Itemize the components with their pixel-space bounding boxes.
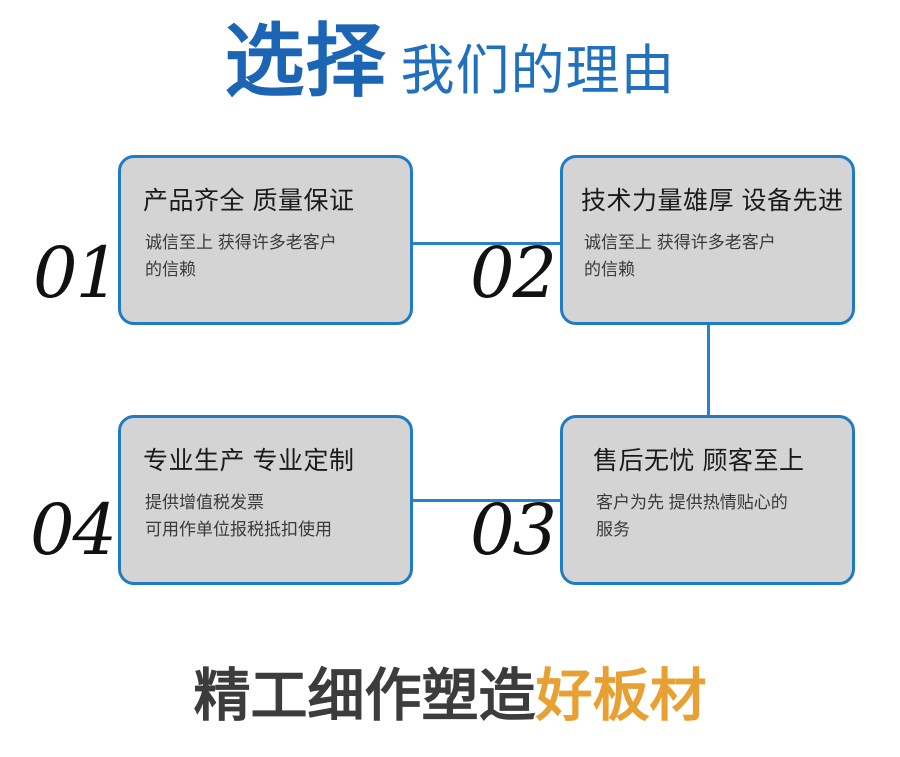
card-01-body-line-2: 的信赖: [145, 259, 196, 279]
footer-slogan: 精工细作塑造好板材: [0, 668, 900, 725]
connector-line-02-to-03: [707, 322, 710, 420]
card-02-body-line-1: 诚信至上 获得许多老客户: [584, 232, 776, 252]
card-01-content: 产品齐全 质量保证 诚信至上 获得许多老客户 的信赖: [121, 158, 410, 322]
card-02-body-line-2: 的信赖: [584, 259, 635, 279]
card-01-body-line-1: 诚信至上 获得许多老客户: [145, 232, 337, 252]
card-04-title: 专业生产 专业定制: [143, 447, 355, 475]
card-number-01: 01: [33, 232, 120, 314]
card-03-content: 售后无忧 顾客至上 客户为先 提供热情贴心的 服务: [563, 418, 852, 582]
card-number-02: 02: [470, 232, 557, 314]
card-02[interactable]: 技术力量雄厚 设备先进 诚信至上 获得许多老客户 的信赖: [560, 155, 855, 325]
card-02-body: 诚信至上 获得许多老客户 的信赖: [581, 229, 834, 283]
page-title-subtext: 我们的理由: [400, 41, 676, 101]
card-01[interactable]: 产品齐全 质量保证 诚信至上 获得许多老客户 的信赖: [118, 155, 413, 325]
card-04-body-line-1: 提供增值税发票: [145, 492, 264, 512]
footer-slogan-primary: 精工细作塑造: [193, 663, 536, 729]
card-02-content: 技术力量雄厚 设备先进 诚信至上 获得许多老客户 的信赖: [563, 158, 852, 322]
card-02-title: 技术力量雄厚 设备先进: [581, 187, 844, 215]
connector-line-01-to-02: [411, 242, 562, 245]
card-03-body: 客户为先 提供热情贴心的 服务: [593, 489, 834, 543]
card-04-body: 提供增值税发票 可用作单位报税抵扣使用: [143, 489, 392, 543]
page-title: 选择我们的理由: [0, 22, 900, 102]
card-04[interactable]: 专业生产 专业定制 提供增值税发票 可用作单位报税抵扣使用: [118, 415, 413, 585]
card-number-03: 03: [470, 489, 557, 571]
card-03-body-line-2: 服务: [596, 519, 630, 539]
card-03-title: 售后无忧 顾客至上: [593, 447, 805, 475]
card-01-body: 诚信至上 获得许多老客户 的信赖: [143, 229, 392, 283]
page-title-emphasis: 选择: [224, 15, 387, 108]
card-04-content: 专业生产 专业定制 提供增值税发票 可用作单位报税抵扣使用: [121, 418, 410, 582]
card-number-04: 04: [30, 489, 117, 571]
card-03[interactable]: 售后无忧 顾客至上 客户为先 提供热情贴心的 服务: [560, 415, 855, 585]
card-03-body-line-1: 客户为先 提供热情贴心的: [596, 492, 788, 512]
card-04-body-line-2: 可用作单位报税抵扣使用: [145, 519, 332, 539]
card-01-title: 产品齐全 质量保证: [143, 187, 355, 215]
footer-slogan-accent: 好板材: [535, 663, 707, 729]
connector-line-03-to-04: [411, 499, 562, 502]
